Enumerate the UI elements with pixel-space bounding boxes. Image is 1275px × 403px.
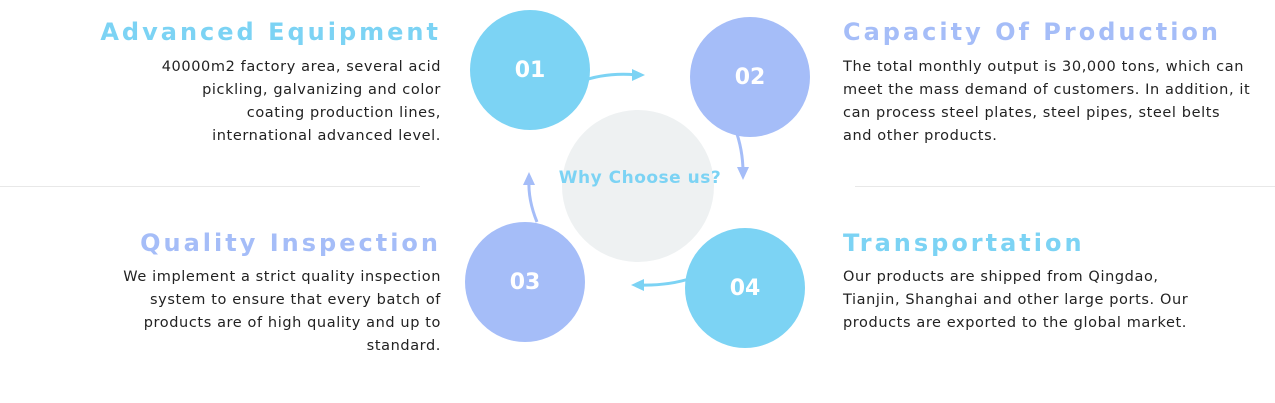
step-number: 02: [734, 64, 766, 90]
divider-right: [855, 186, 1275, 187]
feature-text: We implement a strict quality inspection…: [123, 269, 441, 354]
step-number: 01: [514, 57, 546, 83]
feature-title: Advanced Equipment: [100, 18, 441, 46]
feature-transportation: Transportation Our products are shipped …: [843, 228, 1253, 335]
divider-left: [0, 186, 420, 187]
arrow-icon: [527, 179, 539, 223]
arrow-icon: [631, 279, 644, 291]
center-circle: [562, 110, 714, 262]
feature-title: Quality Inspection: [140, 229, 441, 257]
step-circle-01: 01: [470, 10, 590, 130]
step-circle-02: 02: [690, 17, 810, 137]
feature-text: Our products are shipped from Qingdao, T…: [843, 269, 1189, 331]
arrow-icon: [523, 172, 535, 185]
feature-advanced-equipment: Advanced Equipment 40000m2 factory area,…: [41, 17, 441, 148]
feature-title: Transportation: [843, 229, 1085, 257]
arrow-icon: [632, 69, 645, 81]
feature-capacity-of-production: Capacity Of Production The total monthly…: [843, 17, 1253, 148]
step-circle-03: 03: [465, 222, 585, 342]
center-label: Why Choose us?: [558, 168, 722, 188]
feature-text: 40000m2 factory area, several acid pickl…: [161, 59, 441, 144]
cycle-diagram: Why Choose us? 01 02 03 04: [440, 0, 840, 403]
step-circle-04: 04: [685, 228, 805, 348]
step-number: 03: [509, 269, 541, 295]
arrow-icon: [737, 167, 749, 180]
feature-title: Capacity Of Production: [843, 18, 1221, 46]
feature-quality-inspection: Quality Inspection We implement a strict…: [41, 228, 441, 358]
step-number: 04: [729, 275, 761, 301]
arrow-icon: [637, 276, 693, 287]
feature-text: The total monthly output is 30,000 tons,…: [843, 59, 1251, 144]
